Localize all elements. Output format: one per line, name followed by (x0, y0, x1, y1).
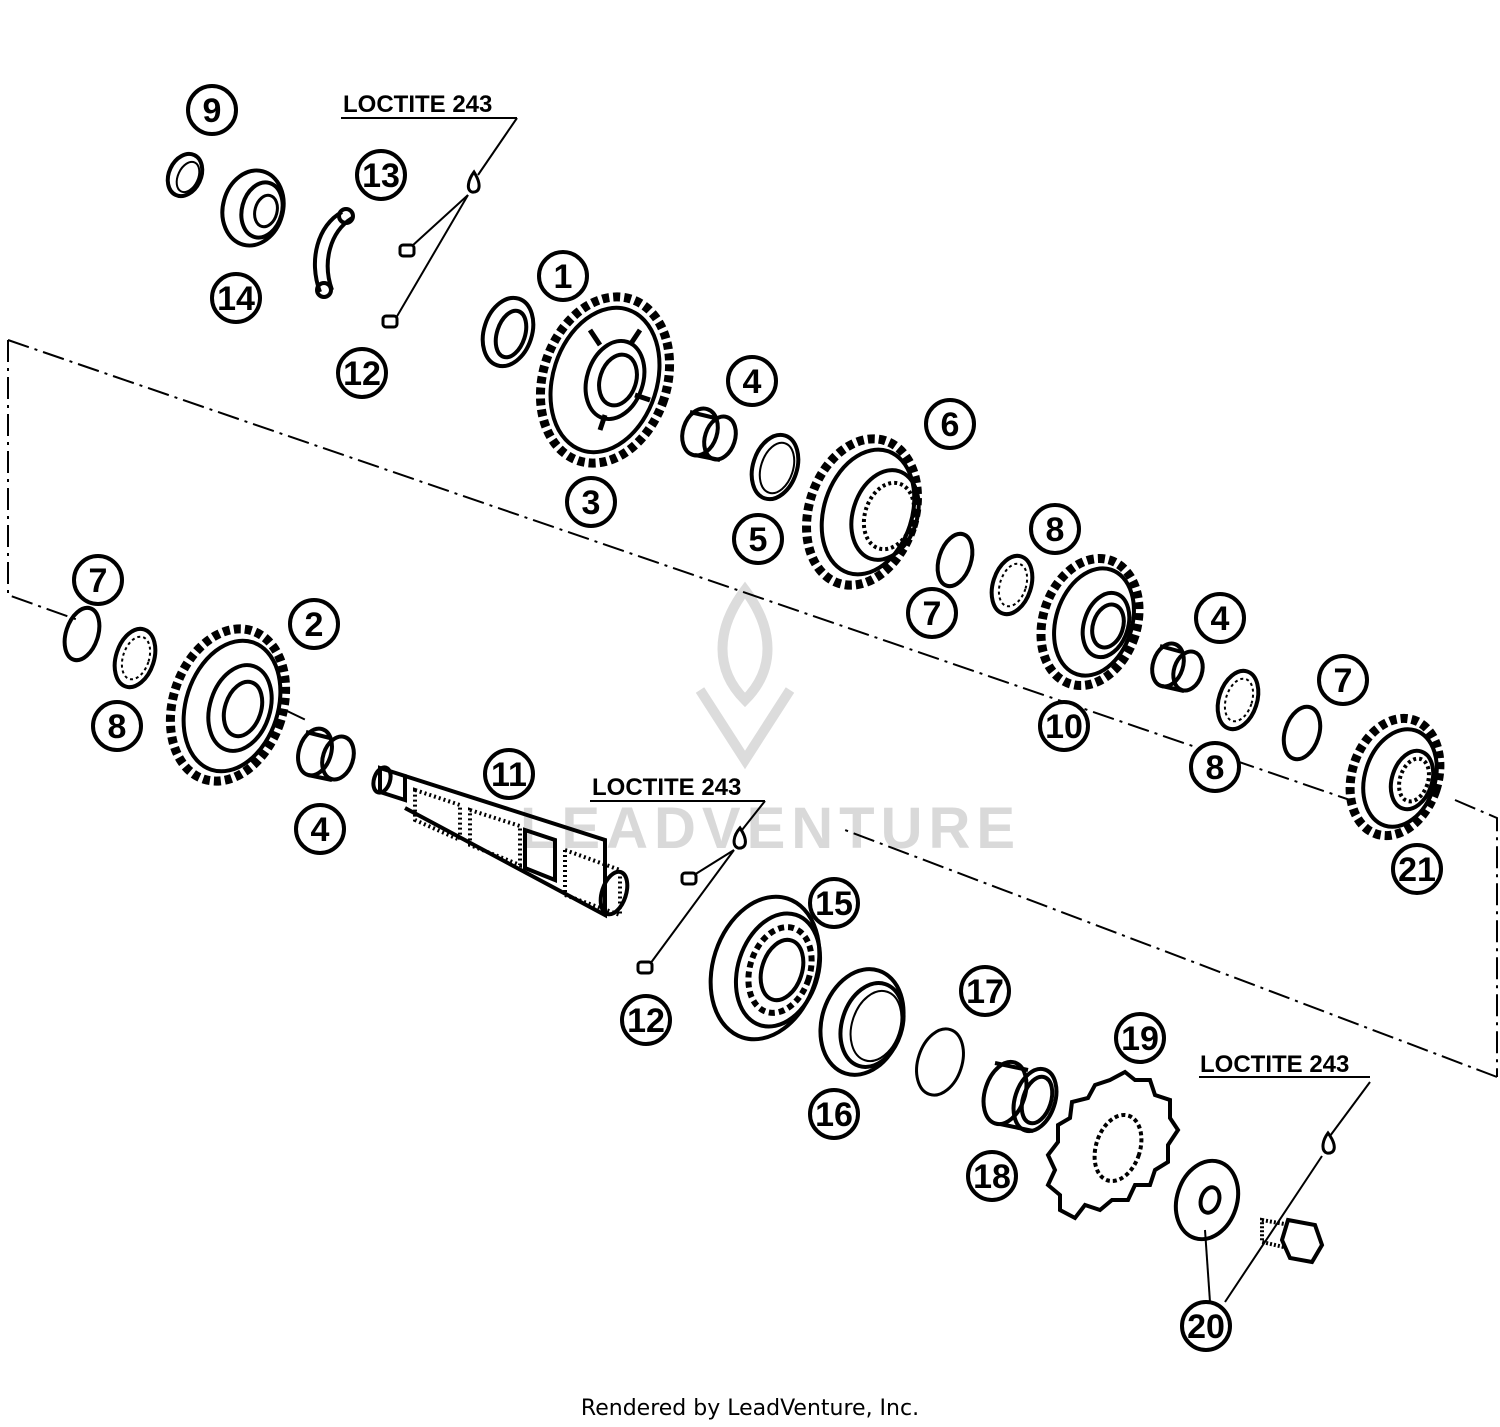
loctite-note-right: LOCTITE 243 (1200, 1051, 1349, 1078)
callout-numbers: 9 13 14 12 1 3 4 5 6 7 8 4 10 8 7 21 7 2… (89, 92, 1436, 1346)
callout-8-upper: 8 (1046, 511, 1065, 549)
bolt-20 (1260, 1217, 1325, 1265)
o-ring-17 (915, 1027, 965, 1097)
loctite-drop-icon-mid (732, 825, 747, 850)
gear-10 (1036, 553, 1144, 691)
bushing-4-upper (680, 406, 738, 462)
leader-lines-mid (590, 800, 766, 965)
loctite-drop-icon-right (1321, 1130, 1336, 1155)
bearing-retainer-13 (312, 207, 355, 299)
callout-10: 10 (1045, 708, 1083, 746)
watermark-logo-icon (695, 581, 795, 770)
bushing-4-left (296, 726, 356, 782)
callout-13: 13 (362, 157, 400, 195)
splined-washer-8-left (112, 626, 158, 690)
callout-2: 2 (305, 606, 324, 644)
callout-12-mid: 12 (627, 1002, 665, 1040)
callout-8-right: 8 (1206, 749, 1225, 787)
footer-credit: Rendered by LeadVenture, Inc. (581, 1396, 919, 1421)
leader-lines-top (341, 117, 518, 319)
screw-12-top (381, 243, 416, 329)
washer-5 (749, 432, 801, 502)
callout-7-left: 7 (89, 562, 108, 600)
washer-20 (1173, 1158, 1241, 1242)
callout-7-upper: 7 (923, 595, 942, 633)
gear-21 (1345, 713, 1445, 841)
watermark-text: LEADVENTURE (520, 796, 1021, 861)
gear-3 (535, 292, 675, 468)
callout-16: 16 (815, 1096, 853, 1134)
gear-2 (165, 624, 291, 786)
callout-1: 1 (554, 258, 573, 296)
loctite-drop-icon-top (466, 169, 481, 194)
callout-circles (72, 84, 1443, 1352)
callout-8-left: 8 (108, 708, 127, 746)
callout-12-top: 12 (343, 355, 381, 393)
screw-12-mid (636, 871, 698, 975)
callout-11: 11 (491, 756, 527, 794)
circlip-7-upper (935, 531, 975, 589)
spacer-18 (981, 1059, 1059, 1134)
assembly-axis-frame (7, 339, 1498, 1078)
callout-4-right: 4 (1211, 600, 1230, 638)
circlip-7-right (1281, 704, 1323, 762)
circlip-9 (165, 151, 205, 199)
callout-18: 18 (973, 1158, 1011, 1196)
callout-4-upper: 4 (743, 363, 762, 401)
loctite-note-top: LOCTITE 243 (343, 91, 492, 118)
gear-6 (802, 434, 922, 590)
callout-20: 20 (1187, 1308, 1225, 1346)
splined-washer-8-right (1215, 668, 1261, 732)
loctite-note-mid: LOCTITE 243 (592, 774, 741, 801)
main-shaft-11 (371, 765, 630, 919)
callout-21: 21 (1398, 851, 1436, 889)
bearing-14 (220, 168, 286, 248)
bushing-4-right (1150, 641, 1205, 693)
callout-7-right: 7 (1334, 662, 1353, 700)
callout-15: 15 (815, 885, 853, 923)
splined-washer-8-upper (989, 553, 1035, 617)
callout-4-left: 4 (311, 811, 330, 849)
callout-19: 19 (1121, 1020, 1159, 1058)
circlip-7-left (62, 605, 102, 663)
callout-6: 6 (941, 406, 960, 444)
callout-5: 5 (749, 521, 768, 559)
bearing-15 (708, 894, 823, 1042)
callout-9: 9 (203, 92, 222, 130)
seal-ring-16 (818, 967, 906, 1077)
thrust-washer-near-1 (480, 295, 536, 369)
callout-17: 17 (966, 973, 1004, 1011)
leader-lines-right (1199, 1076, 1371, 1303)
callout-3: 3 (582, 484, 601, 522)
callout-14: 14 (217, 280, 255, 318)
sprocket-19 (1045, 1069, 1181, 1221)
